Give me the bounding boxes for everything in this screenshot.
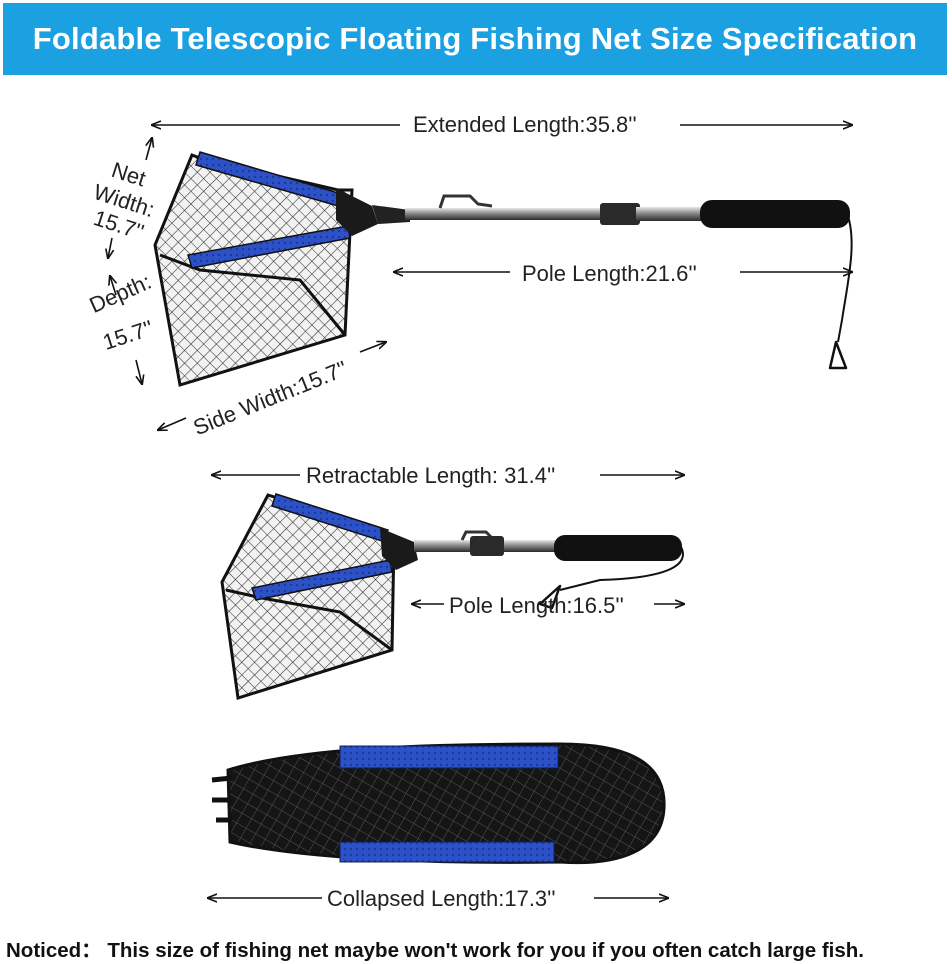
retracted-bottom-grip bbox=[251, 559, 393, 601]
depth-arrow-down bbox=[135, 359, 142, 384]
retracted-hinge bbox=[380, 528, 418, 570]
side-width-arrow-left bbox=[158, 417, 187, 430]
extended-hinge bbox=[336, 188, 378, 236]
title-banner: Foldable Telescopic Floating Fishing Net… bbox=[3, 3, 947, 75]
retracted-net bbox=[220, 493, 684, 700]
retracted-handle bbox=[554, 535, 682, 561]
extended-pole bbox=[405, 208, 605, 220]
collapsed-net bbox=[211, 742, 666, 865]
notice-text: Noticed： This size of fishing net maybe … bbox=[6, 939, 864, 962]
extended-bottom-grip bbox=[187, 225, 351, 269]
pole-length-label: Pole Length:21.6'' bbox=[522, 261, 697, 286]
retracted-carabiner bbox=[538, 584, 562, 610]
retracted-pole-length-label: Pole Length:16.5'' bbox=[449, 593, 624, 618]
depth-arrow-up bbox=[110, 276, 116, 296]
retractable-length-label: Retractable Length: 31.4'' bbox=[306, 463, 556, 488]
extended-carabiner bbox=[828, 340, 848, 370]
net-width-arrow-down bbox=[108, 237, 112, 258]
collapsed-length-label: Collapsed Length:17.3'' bbox=[327, 886, 556, 911]
side-width-arrow-right bbox=[359, 342, 386, 353]
page-title: Foldable Telescopic Floating Fishing Net… bbox=[32, 21, 918, 56]
collapsed-bottom-grip bbox=[339, 841, 555, 863]
extended-length-label: Extended Length:35.8'' bbox=[413, 112, 637, 137]
extended-net bbox=[153, 151, 853, 387]
net-width-arrow-up bbox=[146, 138, 152, 161]
collapsed-top-grip bbox=[339, 745, 559, 769]
extended-handle bbox=[700, 200, 850, 228]
